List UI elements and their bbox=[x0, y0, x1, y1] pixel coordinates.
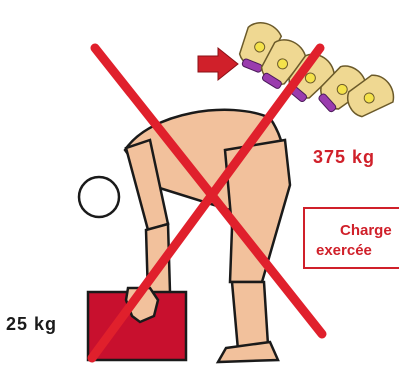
vertebrae-icon bbox=[234, 18, 398, 123]
foot-icon bbox=[218, 342, 278, 362]
spine-load-label: 375 kg bbox=[313, 147, 375, 168]
charge-label-line2: exercée bbox=[316, 242, 372, 259]
cross-icon bbox=[92, 48, 322, 358]
leg-icon bbox=[232, 282, 268, 350]
box-weight-label: 25 kg bbox=[6, 314, 57, 335]
pressure-arrow-icon bbox=[198, 48, 238, 80]
charge-label-line1: Charge bbox=[340, 222, 392, 239]
head-icon bbox=[79, 177, 119, 217]
